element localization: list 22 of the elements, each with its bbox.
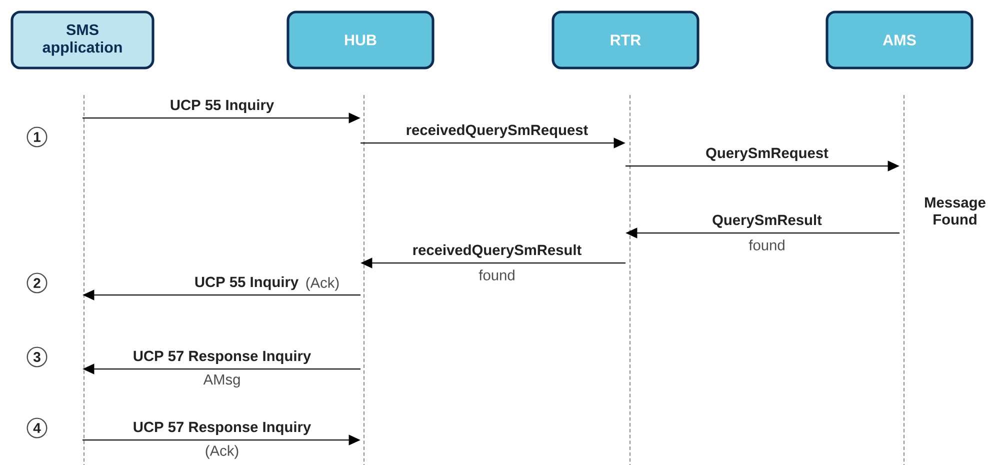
step-number: 2 [26, 272, 48, 294]
message-detail: AMsg [203, 374, 240, 388]
message-detail: found [748, 240, 784, 250]
edge-label: QuerySmRequest [706, 148, 828, 162]
step-number: 4 [26, 418, 48, 438]
edge-label: UCP 55 Inquiry [170, 99, 274, 114]
message-detail: (Ack) [206, 445, 238, 459]
step-number: 1 [26, 126, 48, 148]
note-text: Message Found [925, 197, 986, 225]
edge-label: receivedQuerySmResult [413, 244, 582, 258]
step-number: 3 [26, 346, 48, 368]
participant-box: HUB [286, 10, 434, 70]
edge-label: UCP 57 Response Inquiry [134, 421, 312, 436]
message-detail: (Ack) [306, 277, 339, 291]
edge-label: UCP 55 Inquiry [195, 276, 298, 290]
edge-label: QuerySmResult [712, 214, 822, 228]
participant-box: SMS application [10, 10, 154, 70]
participant-box: RTR [552, 10, 700, 70]
message-detail: found [478, 270, 514, 280]
edge-label: UCP 57 Response Inquiry [134, 350, 312, 364]
edge-label: receivedQuerySmRequest [406, 124, 588, 138]
participant-box: AMS [826, 10, 974, 70]
